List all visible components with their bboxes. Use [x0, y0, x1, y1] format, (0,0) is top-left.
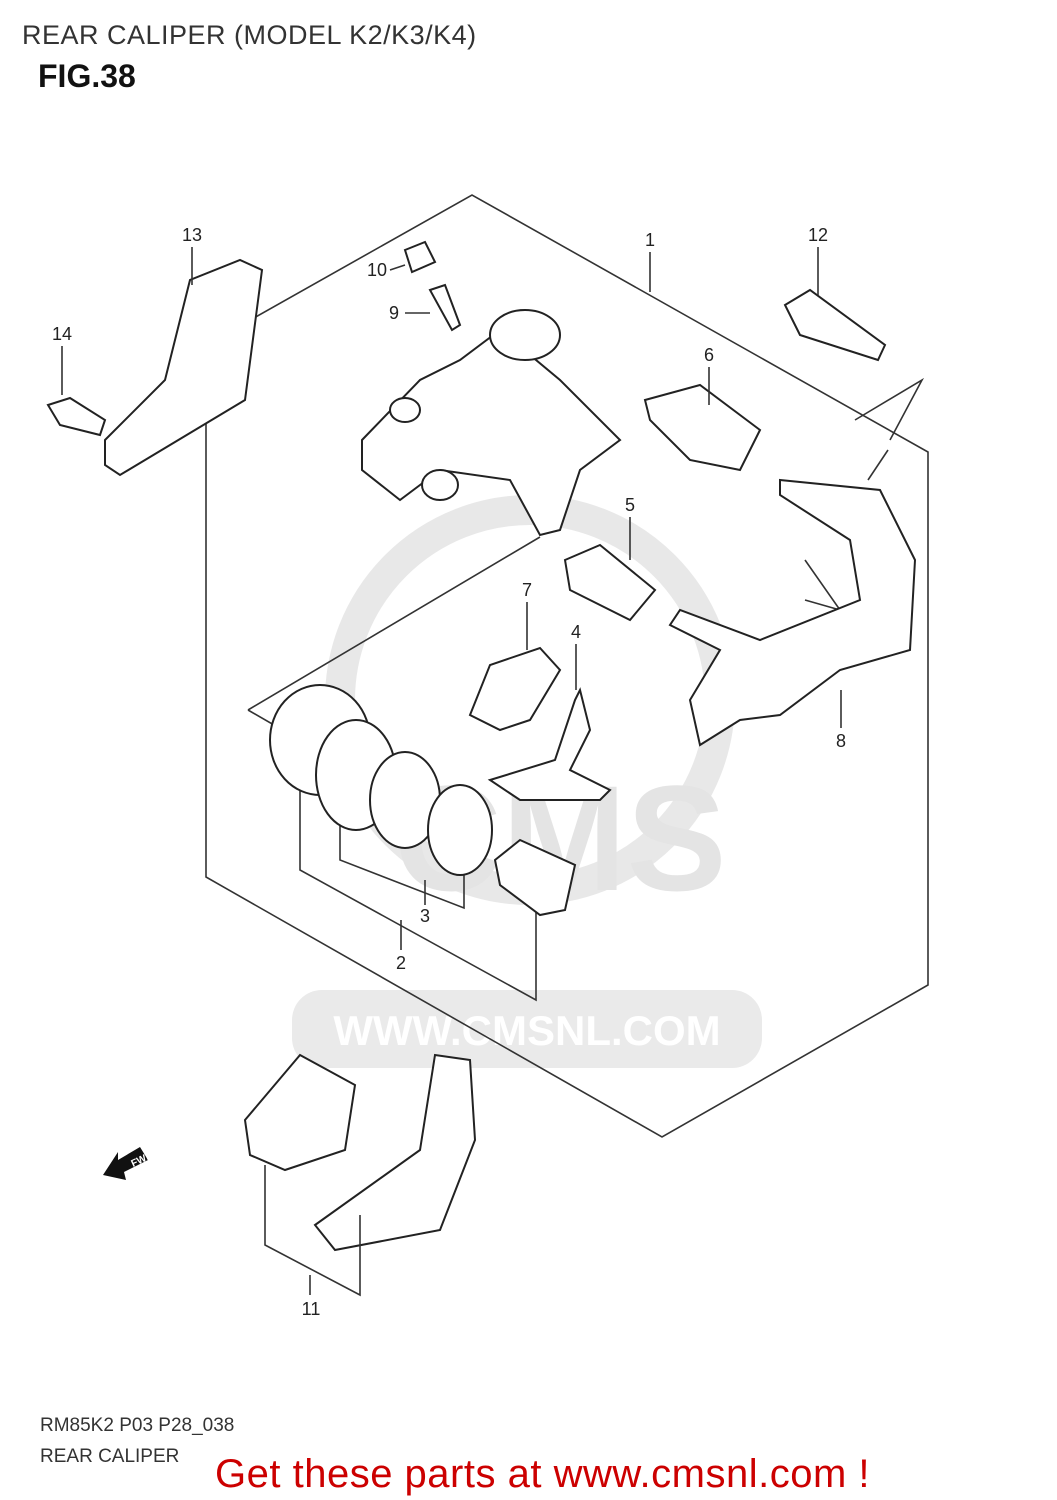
pad-retainer-4	[487, 687, 612, 801]
diagram-code: RM85K2 P03 P28_038	[40, 1415, 235, 1436]
figure-number: FIG.38	[38, 58, 136, 94]
bolt-12	[783, 288, 887, 362]
bleeder-cap	[403, 240, 437, 274]
promo-link[interactable]: Get these parts at www.cmsnl.com !	[215, 1452, 870, 1496]
callout-9: 9	[389, 303, 399, 323]
callout-12: 12	[808, 225, 828, 245]
forward-arrow-icon: FWD	[103, 1147, 155, 1180]
callout-2: 2	[396, 953, 406, 973]
callout-10: 10	[367, 260, 387, 280]
callout-7: 7	[522, 580, 532, 600]
caliper-body	[361, 309, 622, 537]
brake-pads-11	[243, 1053, 477, 1252]
page-title: REAR CALIPER (MODEL K2/K3/K4)	[22, 20, 477, 50]
callout-4: 4	[571, 622, 581, 642]
callout-11: 11	[302, 1299, 321, 1319]
callout-6: 6	[704, 345, 714, 365]
pin-boot-5	[563, 543, 657, 622]
pin-boot-6	[643, 383, 762, 472]
callout-5: 5	[625, 495, 635, 515]
callout-13: 13	[182, 225, 202, 245]
diagram-caption: REAR CALIPER	[40, 1446, 180, 1467]
piston-seals	[269, 684, 577, 917]
leader-lines	[61, 247, 842, 950]
watermark-url: WWW.CMSNL.COM	[333, 1007, 720, 1054]
bracket-13	[104, 258, 264, 477]
caliper-bracket-8	[668, 478, 917, 747]
bleeder-screw	[428, 283, 462, 332]
callout-14: 14	[52, 324, 72, 344]
callout-3: 3	[420, 906, 430, 926]
pad-spring-7	[468, 646, 562, 732]
callout-8: 8	[836, 731, 846, 751]
assembly-outline	[205, 194, 929, 1138]
callout-1: 1	[645, 230, 655, 250]
bolt-14	[46, 396, 107, 437]
